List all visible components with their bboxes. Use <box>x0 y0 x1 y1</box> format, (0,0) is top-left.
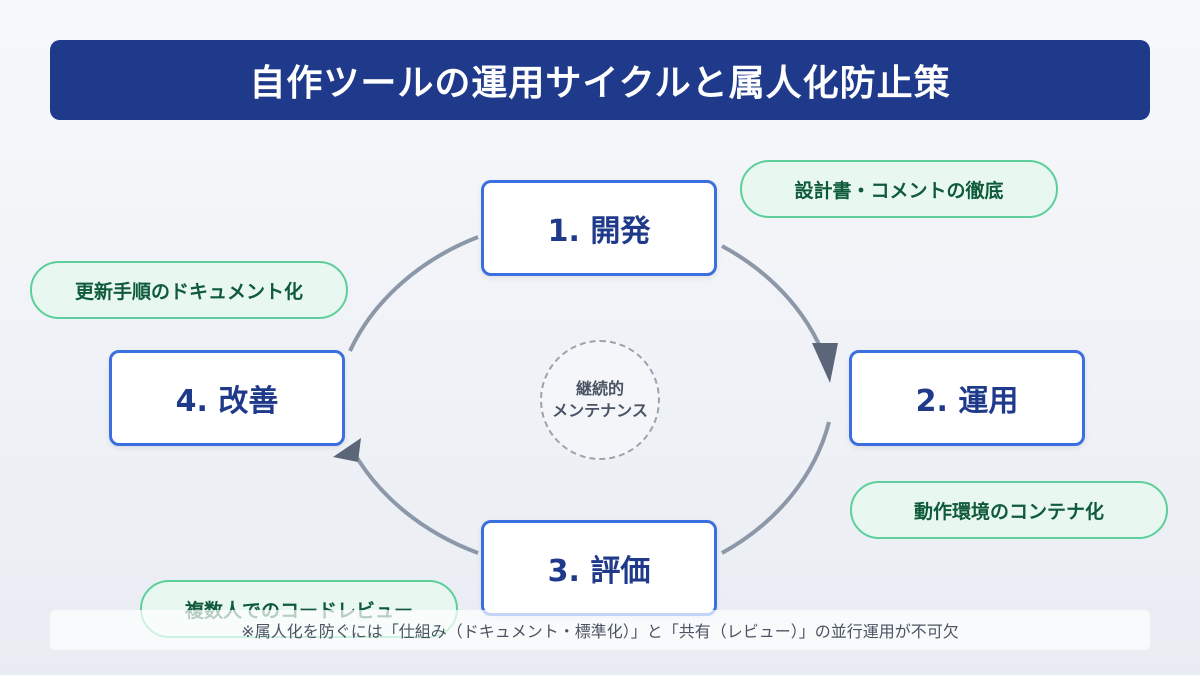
stage-evaluation-label: 3. 評価 <box>547 554 651 589</box>
title-banner: 自作ツールの運用サイクルと属人化防止策 <box>50 40 1150 120</box>
stage-operation: 2. 運用 <box>849 350 1085 446</box>
cycle-arc-top-left <box>348 235 479 352</box>
cycle-arc-top-right <box>721 244 831 371</box>
footnote-text: ※属人化を防ぐには「仕組み（ドキュメント・標準化）」と「共有（レビュー）」の並行… <box>241 622 959 641</box>
measure-containerization-label: 動作環境のコンテナ化 <box>913 500 1104 523</box>
page-title: 自作ツールの運用サイクルと属人化防止策 <box>249 63 951 104</box>
cycle-arc-bottom-right <box>721 421 831 555</box>
stage-development: 1. 開発 <box>481 180 717 276</box>
arrow-head-to-improvement <box>333 438 361 462</box>
stage-evaluation: 3. 評価 <box>481 520 717 616</box>
center-line-2: メンテナンス <box>552 401 648 420</box>
cycle-arc-bottom-left <box>351 450 479 555</box>
center-line-1: 継続的 <box>575 379 624 399</box>
stage-development-label: 1. 開発 <box>547 214 651 249</box>
measure-update-docs-label: 更新手順のドキュメント化 <box>74 280 303 303</box>
stage-improvement-label: 4. 改善 <box>175 384 279 419</box>
measure-containerization: 動作環境のコンテナ化 <box>850 481 1168 539</box>
arrow-head-to-operation <box>812 343 838 383</box>
measure-update-docs: 更新手順のドキュメント化 <box>30 261 348 319</box>
measure-design-docs: 設計書・コメントの徹底 <box>740 160 1058 218</box>
stage-operation-label: 2. 運用 <box>915 384 1019 419</box>
stage-improvement: 4. 改善 <box>109 350 345 446</box>
center-maintenance-label: 継続的 メンテナンス <box>540 340 660 460</box>
footnote-bar: ※属人化を防ぐには「仕組み（ドキュメント・標準化）」と「共有（レビュー）」の並行… <box>50 610 1150 650</box>
measure-design-docs-label: 設計書・コメントの徹底 <box>794 179 1004 202</box>
